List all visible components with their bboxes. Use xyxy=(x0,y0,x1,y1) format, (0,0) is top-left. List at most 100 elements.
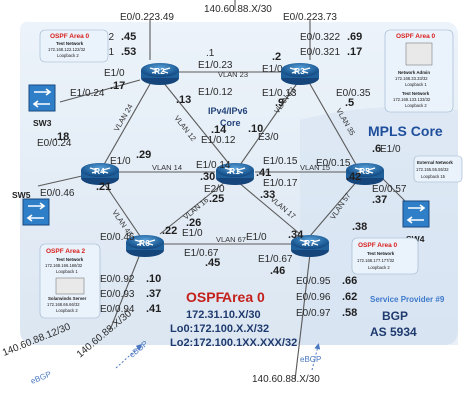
server-icon xyxy=(405,42,433,66)
router-r3[interactable]: R3 xyxy=(280,62,320,86)
router-r3-label: R3 xyxy=(294,66,305,76)
router-r1[interactable]: R1 xyxy=(215,162,255,186)
router-r5[interactable]: R5 xyxy=(345,162,385,186)
r2-box-line1: Test Network xyxy=(56,41,84,46)
link-r2-r1 xyxy=(162,81,231,166)
r3-box-line4: Test Network xyxy=(402,91,430,96)
router-r2[interactable]: R2 xyxy=(140,62,180,86)
r6-box-line4: Solarwinds Server xyxy=(48,296,87,301)
r6-e00-92-ip: .10 xyxy=(146,273,161,285)
ebgp-label-left: eBGP xyxy=(29,370,52,386)
r5-e00-15-ip: .42 xyxy=(346,171,361,183)
r6-e10-ip: .26 xyxy=(186,217,201,229)
link-r3-r1 xyxy=(239,81,299,166)
r2-e10-12-ip: .13 xyxy=(176,94,191,106)
router-r6[interactable]: R6 xyxy=(125,234,165,258)
r6-box-line6: Loopback 2 xyxy=(56,308,78,313)
r3-e10-13-label: E1/0.13 xyxy=(262,88,297,99)
server-icon xyxy=(55,277,85,295)
core-title: IPv4/IPv6 xyxy=(208,106,248,116)
r4-e00-24-ip: .18 xyxy=(54,131,69,143)
link-r5-r7 xyxy=(309,179,359,237)
r2-e00-222-ip: .45 xyxy=(121,31,136,43)
router-r7-label: R7 xyxy=(304,238,315,248)
router-r4[interactable]: R4 xyxy=(80,162,120,186)
sp-bgp: BGP xyxy=(382,309,408,323)
router-r6-label: R6 xyxy=(139,238,150,248)
r6-box-title: OSPF Area 2 xyxy=(46,248,86,255)
mpls-title: MPLS Core xyxy=(368,123,443,139)
r6-e00-94-ip: .41 xyxy=(146,303,161,315)
r6-ospf-box: OSPF Area 2 Test Network 172.168.166.166… xyxy=(39,243,101,319)
r6-e10-67-ip: .45 xyxy=(205,257,220,269)
r7-e10-67-label: E1/0.67 xyxy=(258,254,293,265)
sp-name: Service Provider #9 xyxy=(370,295,445,304)
r4-e00-46-ip: .21 xyxy=(96,181,111,193)
link-r2-r4 xyxy=(101,83,151,169)
link-r3-r5 xyxy=(309,83,359,169)
r7-box-line3: Loopback 2 xyxy=(368,265,390,270)
r1-e10-12-label: E1/0.12 xyxy=(201,135,236,146)
r4-e10-ip: .29 xyxy=(136,149,151,161)
r1-e20-label: E2/0 xyxy=(204,184,225,195)
switch-sw5-label: SW5 xyxy=(12,190,31,200)
router-r5-label: R5 xyxy=(359,166,370,176)
r2-e10-ip: .17 xyxy=(110,80,125,92)
r3-e00-322-ip: .69 xyxy=(347,31,362,43)
r7-e00-57-ip: .38 xyxy=(352,221,367,233)
vlan-14-label: VLAN 14 xyxy=(152,163,182,172)
r1-e10-14-ip: .30 xyxy=(200,171,215,183)
router-r7[interactable]: R7 xyxy=(290,234,330,258)
switch-sw3[interactable]: SW3 xyxy=(28,84,56,128)
ebgp-arrow-mid xyxy=(115,343,143,369)
link-r1-r7 xyxy=(237,181,301,235)
ebgp-arrow-right xyxy=(311,343,321,371)
r6-e00-93-ip: .37 xyxy=(146,288,161,300)
r6-e00-46-label: E0/0.46 xyxy=(100,232,135,243)
r2-box-line3: Loopback 2 xyxy=(57,53,79,58)
r3-e00-321-label: E0/0.321 xyxy=(300,47,340,58)
area-lo2: Lo2:172.100.1XX.XXX/32 xyxy=(170,337,297,349)
r6-e00-94-label: E0/0.94 xyxy=(100,304,135,315)
link-r7-bot xyxy=(294,253,311,381)
r6-box-line1: Test Network xyxy=(56,257,84,262)
r6-e10-label: E1/0 xyxy=(182,228,203,239)
r5-e10-ip: .6 xyxy=(372,143,381,155)
vlan-15-label: VLAN 15 xyxy=(300,163,330,172)
r2-e00-223-label: E0/0.223.49 xyxy=(120,12,174,23)
switch-sw3-label: SW3 xyxy=(33,118,52,128)
r4-e00-46-label: E0/0.46 xyxy=(40,188,75,199)
r6-e00-92-label: E0/0.92 xyxy=(100,274,135,285)
sp-as: AS 5934 xyxy=(370,325,417,339)
r2-e00-221-ip: .53 xyxy=(121,46,136,58)
r1-e10-15-label: E1/0.15 xyxy=(263,156,298,167)
r3-e10-13-ip: .9 xyxy=(275,97,284,109)
switch-sw5[interactable]: SW5 xyxy=(12,190,50,226)
bottom-network: 140.60.88.X/30 xyxy=(252,374,320,385)
vlan-67-label: VLAN 67 xyxy=(216,235,246,244)
r5-box-line1: External Network xyxy=(417,160,453,165)
r1-e10-17-ip: .33 xyxy=(260,189,275,201)
r3-box-line3: Loopback 1 xyxy=(405,82,427,87)
service-provider-block: Service Provider #9 BGP AS 5934 xyxy=(370,295,445,339)
r1-e20-ip: .25 xyxy=(209,193,224,205)
r3-e10-23-label: E1/0.23 xyxy=(262,64,297,75)
r7-e10-label: E1/0 xyxy=(246,232,267,243)
r5-e00-57-ip: .37 xyxy=(372,194,387,206)
area-title-suffix: Area 0 xyxy=(222,289,265,305)
r7-e00-97-label: E0/0.97 xyxy=(296,308,331,319)
r1-e10-15-ip: .41 xyxy=(256,167,271,179)
r3-e00-35-label: E0/0.35 xyxy=(336,88,371,99)
link-r4-r6 xyxy=(101,179,141,237)
r2-box-title: OSPF Area 0 xyxy=(50,33,90,40)
link-r4-sw5 xyxy=(37,175,83,187)
r6-e00-46-ip: .22 xyxy=(162,225,177,237)
r6-box-line5: 172.168.66.66/32 xyxy=(47,302,80,307)
r5-e00-15-label: E0/0.15 xyxy=(316,158,351,169)
router-r2-label: R2 xyxy=(154,66,165,76)
r2-ospf-box: OSPF Area 0 Test Network 172.168.122.122… xyxy=(39,29,109,63)
r2-e10-24-label: E1/0.24 xyxy=(70,88,105,99)
r5-e10-label: E1/0 xyxy=(380,144,401,155)
r4-e00-24-label: E0/0.24 xyxy=(37,138,72,149)
